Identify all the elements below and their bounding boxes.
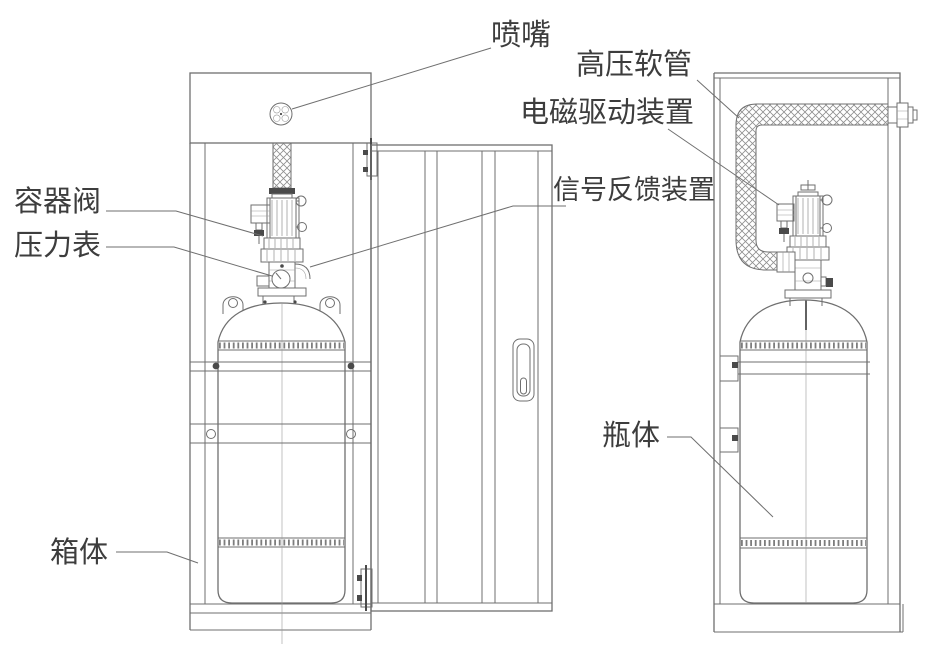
- leader-signal-feedback: [309, 205, 566, 268]
- leader-pressure-gauge: [106, 246, 273, 277]
- container-valve-assembly-left: [250, 193, 311, 304]
- hose-wall-fitting: [887, 102, 918, 128]
- leader-container-valve: [106, 210, 264, 237]
- mounting-brackets-right: [719, 355, 870, 453]
- door-handle: [512, 338, 535, 402]
- small-gauge-icon: [802, 272, 814, 284]
- right-cabinet-side-view: [713, 72, 918, 633]
- label-pressure-gauge: 压力表: [14, 229, 101, 262]
- leader-high-pressure-hose: [696, 79, 740, 119]
- lifting-lug-icon: [319, 296, 341, 314]
- label-cabinet-body: 箱体: [50, 536, 108, 569]
- container-valve-assembly-right: [776, 180, 833, 330]
- side-port: [256, 275, 270, 287]
- internal-hose: [272, 142, 292, 189]
- labels: 喷嘴 高压软管 电磁驱动装置 信号反馈装置 容器阀 压力表 瓶体 箱体: [14, 19, 715, 569]
- leader-lines: [106, 47, 780, 564]
- signal-feedback-device: [294, 263, 311, 280]
- label-high-pressure-hose: 高压软管: [576, 48, 692, 81]
- cabinet-outer-walls: [189, 143, 372, 630]
- label-container-valve: 容器阀: [14, 185, 101, 218]
- cabinet-inner-walls: [204, 143, 354, 604]
- tank-right: [739, 299, 868, 604]
- small-gauge-icon: [295, 195, 307, 207]
- hose-fitting: [269, 188, 295, 194]
- cabinet-top-panel: [189, 72, 372, 144]
- label-bottle-body: 瓶体: [602, 419, 660, 452]
- small-gauge-icon: [297, 222, 307, 232]
- door-panel: [370, 144, 553, 612]
- cabinet-base-lines: [190, 603, 371, 631]
- label-signal-feedback: 信号反馈装置: [553, 175, 715, 205]
- nozzle-icon: [269, 102, 293, 126]
- left-cabinet-front-view: [189, 72, 378, 644]
- lifting-lug-icon: [222, 296, 244, 314]
- small-gauge-icon: [821, 194, 833, 206]
- leader-cabinet-body: [116, 551, 199, 564]
- hose-connector-nut: [776, 251, 796, 273]
- pressure-gauge-icon: [271, 269, 291, 289]
- mounting-crossbars-left: [190, 361, 371, 444]
- leader-bottle-body: [667, 436, 774, 518]
- solenoid-drive-device: [776, 203, 795, 242]
- latch-bottom-icon: [357, 565, 373, 611]
- small-gauge-icon: [822, 223, 832, 233]
- label-nozzle: 喷嘴: [491, 19, 551, 52]
- tank-left: [217, 296, 346, 644]
- leader-nozzle: [291, 47, 492, 110]
- label-electromagnetic-drive: 电磁驱动装置: [520, 96, 694, 129]
- hinge-top-icon: [363, 138, 378, 180]
- leader-electromagnetic-drive: [667, 128, 780, 206]
